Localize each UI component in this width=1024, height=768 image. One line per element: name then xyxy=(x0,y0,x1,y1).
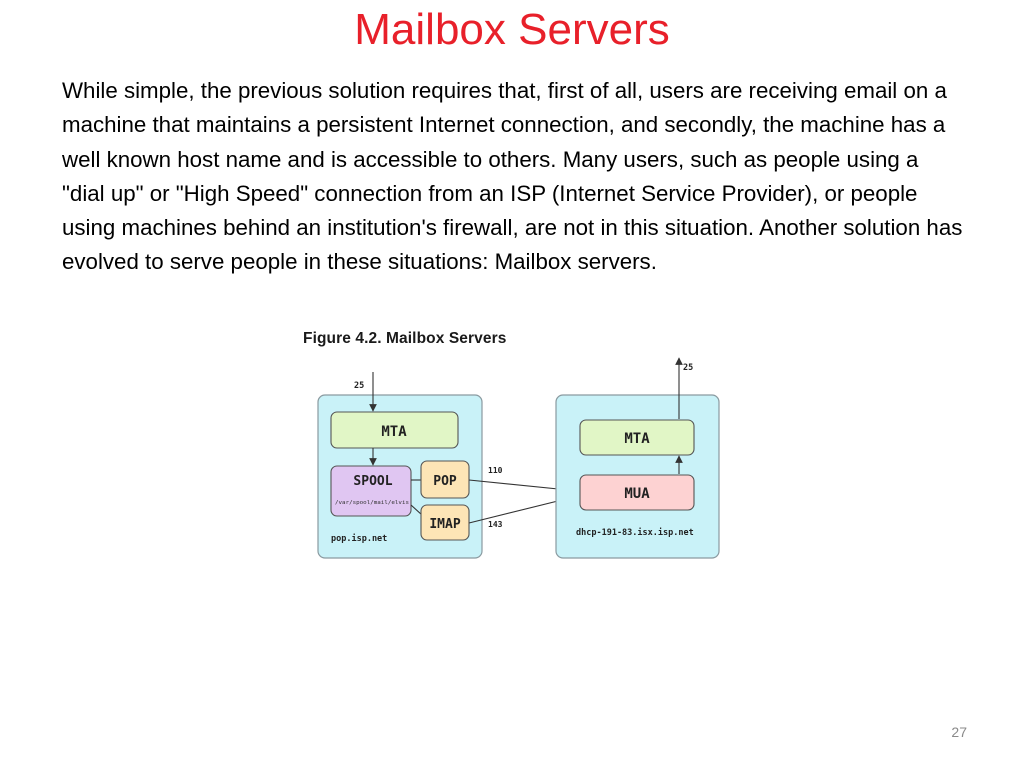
mua-box xyxy=(579,474,695,511)
left-inbound-port-label: 25 xyxy=(354,381,364,391)
imap-label: IMAP xyxy=(429,517,460,532)
left-mta-label: MTA xyxy=(381,424,407,440)
spool-label: SPOOL xyxy=(353,474,392,489)
right-hostname-label: dhcp-191-83.isx.isp.net xyxy=(576,527,694,538)
spool-to-imap-line xyxy=(410,504,423,516)
pop-box xyxy=(420,460,470,499)
figure-caption: Figure 4.2. Mailbox Servers xyxy=(303,330,507,347)
spool-path-label: /var/spool/mail/elvis xyxy=(335,500,409,506)
left-mta-box xyxy=(330,411,459,449)
page-number: 27 xyxy=(951,724,967,740)
body-paragraph: While simple, the previous solution requ… xyxy=(62,78,963,275)
spool-box xyxy=(330,465,412,517)
right-mta-box xyxy=(579,419,695,456)
pop-port-label: 110 xyxy=(488,466,503,475)
imap-port-label: 143 xyxy=(488,520,503,529)
mailbox-servers-diagram: 25 MTA SPOOL /var/spool/mail/elvis POP I… xyxy=(310,355,730,570)
diagram-canvas: 25 MTA SPOOL /var/spool/mail/elvis POP I… xyxy=(317,357,720,559)
slide-title: Mailbox Servers xyxy=(354,5,670,54)
right-mta-label: MTA xyxy=(624,431,650,447)
mua-label: MUA xyxy=(624,486,650,502)
left-hostname-label: pop.isp.net xyxy=(331,533,387,544)
right-outbound-port-label: 25 xyxy=(683,363,693,373)
pop-label: POP xyxy=(433,474,457,489)
